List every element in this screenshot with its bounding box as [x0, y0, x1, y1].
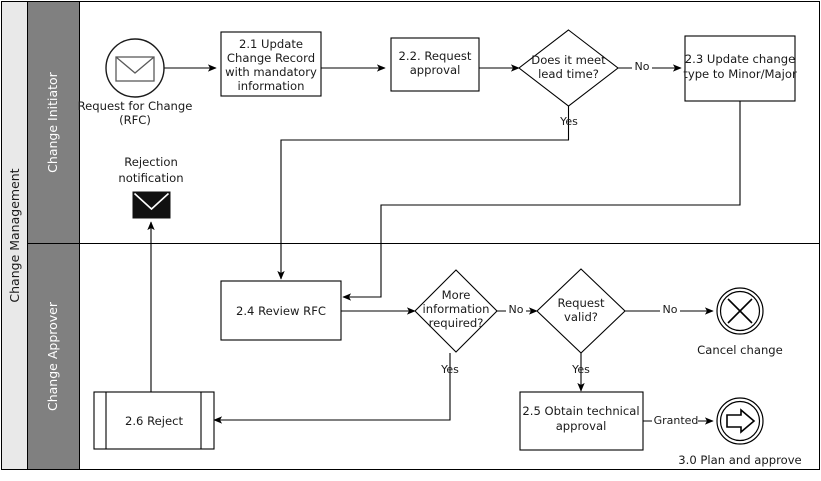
- task-2-5-box: [519, 391, 644, 451]
- gateway-moreinfo-label-line2: information: [423, 302, 490, 316]
- flow-label-valid-yes: Yes: [571, 363, 590, 376]
- end-event-plan-label: 3.0 Plan and approve: [678, 453, 801, 467]
- task-2-4-review-rfc[interactable]: 2.4 Review RFC: [220, 280, 342, 341]
- lane-label-change-approver: Change Approver: [45, 301, 60, 411]
- end-event-cancel-change[interactable]: Cancel change: [697, 287, 783, 357]
- flow-label-bg: [506, 301, 526, 317]
- sequence-flows: [147, 64, 741, 425]
- lane-label-change-initiator: Change Initiator: [45, 71, 60, 172]
- flow-gw-moreinfo-yes-to-task26: [213, 353, 451, 424]
- cancel-x-icon: [727, 298, 753, 324]
- task-2-5-obtain-technical-approval[interactable]: 2.5 Obtain technical approval: [519, 391, 644, 451]
- task-2-1-box: [220, 31, 322, 97]
- task-2-3-box: [684, 35, 796, 102]
- flow-task23-to-task24: [342, 101, 741, 301]
- task-2-6-label: 2.6 Reject: [125, 414, 184, 428]
- task-2-1-label-line4: information: [238, 79, 305, 93]
- gateway-moreinfo-label-line3: required?: [429, 316, 484, 330]
- flow-label-granted: Granted: [654, 414, 699, 427]
- start-event-label-line1: Request for Change: [78, 99, 193, 113]
- envelope-icon: [115, 56, 155, 82]
- task-2-4-label: 2.4 Review RFC: [236, 304, 326, 318]
- task-2-2-label-line2: approval: [410, 63, 461, 77]
- pool-header-band: [1, 1, 28, 470]
- end-event-cancel-label: Cancel change: [697, 343, 783, 357]
- flow-label-valid-no: No: [663, 303, 678, 316]
- task-2-2-request-approval[interactable]: 2.2. Request approval: [390, 37, 480, 92]
- gateway-moreinfo-label-line1: More: [442, 288, 471, 302]
- task-2-6-box: [93, 391, 215, 450]
- gateway-more-information-required[interactable]: More information required?: [414, 269, 498, 353]
- flow-labels: No Yes No Yes No Yes Granted: [440, 58, 698, 428]
- lane-header-change-initiator: [27, 1, 80, 244]
- rejection-notification-label-line1: Rejection: [124, 155, 178, 169]
- pool-title: Change Management: [7, 168, 22, 302]
- envelope-filled-icon: [132, 191, 171, 219]
- gateway-leadtime-label-line1: Does it meet: [531, 53, 606, 67]
- flow-label-moreinfo-no: No: [509, 303, 524, 316]
- task-2-2-label-line1: 2.2. Request: [399, 49, 472, 63]
- task-2-1-update-change-record[interactable]: 2.1 Update Change Record with mandatory …: [220, 31, 322, 97]
- end-event-cancel-inner-ring: [719, 290, 761, 332]
- start-event-label-line2: (RFC): [119, 113, 151, 127]
- end-event-plan-outer-ring: [716, 397, 764, 445]
- end-event-plan-inner-ring: [719, 400, 761, 442]
- task-2-5-label-line1: 2.5 Obtain technical: [522, 404, 639, 418]
- task-2-1-label-line3: with mandatory: [225, 65, 317, 79]
- flow-label-bg: [660, 301, 680, 317]
- gateway-request-valid[interactable]: Request valid?: [536, 268, 626, 354]
- task-2-3-update-change-type[interactable]: 2.3 Update change type to Minor/Major: [683, 35, 797, 102]
- gateway-moreinfo-diamond: [414, 269, 498, 353]
- flow-label-leadtime-no: No: [635, 60, 650, 73]
- flow-label-bg: [652, 412, 698, 428]
- start-event-request-for-change[interactable]: Request for Change (RFC): [78, 38, 193, 127]
- message-rejection-notification[interactable]: Rejection notification: [118, 155, 184, 219]
- gateway-valid-label-line1: Request: [557, 296, 605, 310]
- gateway-does-it-meet-lead-time[interactable]: Does it meet lead time?: [518, 29, 619, 107]
- task-2-3-label-line2: type to Minor/Major: [683, 67, 797, 81]
- flow-gw-leadtime-yes-to-task24: [277, 103, 570, 280]
- lane-header-change-approver: [27, 243, 80, 470]
- task-2-1-label-line1: 2.1 Update: [239, 37, 303, 51]
- gateway-leadtime-label-line2: lead time?: [538, 67, 599, 81]
- gateway-leadtime-diamond: [518, 29, 619, 107]
- flow-label-bg: [632, 58, 652, 74]
- task-2-3-label-line1: 2.3 Update change: [685, 52, 795, 66]
- task-2-6-reject[interactable]: 2.6 Reject: [93, 391, 215, 450]
- link-arrow-icon: [726, 408, 756, 434]
- flow-label-moreinfo-yes: Yes: [440, 363, 459, 376]
- task-2-4-box: [220, 280, 342, 341]
- pool-container: Change Management Change Initiator Chang…: [1, 1, 820, 470]
- task-2-5-label-line2: approval: [556, 419, 607, 433]
- gateway-valid-diamond: [536, 268, 626, 354]
- flow-label-leadtime-yes: Yes: [559, 115, 578, 128]
- task-2-2-box: [390, 37, 480, 92]
- rejection-notification-label-line2: notification: [118, 171, 183, 185]
- task-2-1-label-line2: Change Record: [227, 51, 315, 65]
- end-event-plan-and-approve[interactable]: 3.0 Plan and approve: [678, 397, 802, 467]
- gateway-valid-label-line2: valid?: [564, 310, 598, 324]
